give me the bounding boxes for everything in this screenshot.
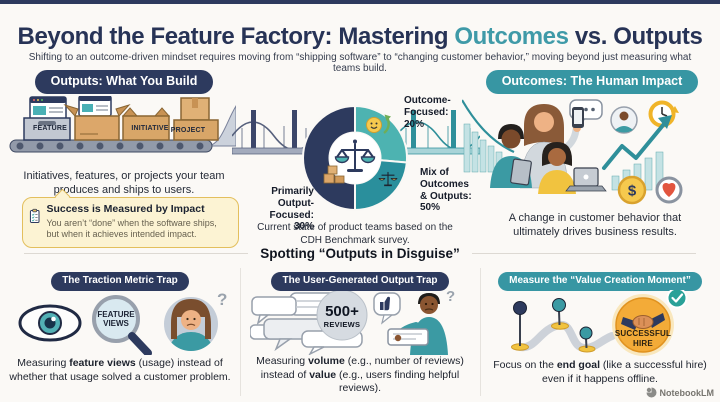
outcomes-pill-wrap: Outcomes: The Human Impact [468,70,716,94]
journey-path [516,321,616,352]
donut-chart [302,104,408,212]
desc-text: (usage) instead of whether that usage so… [9,357,231,383]
clipboard-icon [29,208,40,224]
smiley-icon [366,117,382,133]
desc-bold: volume [308,355,345,367]
browser-window-icon-2 [78,96,112,117]
title-highlight: Outcomes [454,23,569,51]
callout-title: Success is Measured by Impact [46,203,205,215]
svg-text:?: ? [446,291,455,305]
traction-trap-illustration: ? [18,291,227,355]
conveyor-label-initiative: INITIATIVE [131,125,169,132]
callout-text: Success is Measured by Impact You aren’t… [46,203,231,241]
card3-pill: Measure the “Value Creation Moment” [498,272,702,291]
balance-scale-icon [334,139,376,172]
card2-pill: The User-Generated Output Trap [271,272,449,291]
card-divider-1 [240,268,241,396]
mini-balance-icon [378,171,398,187]
donut-label-mix: Mix of Outcomes & Outputs: 50% [420,167,472,214]
desc-text: (e.g., number of reviews) instead of [260,355,464,381]
outcomes-section-pill: Outcomes: The Human Impact [485,70,699,94]
notebooklm-logo-icon [646,387,656,398]
spotting-divider: Spotting “Outputs in Disguise” [0,246,720,261]
svg-text:?: ? [217,291,227,309]
page-subtitle: Shifting to an outcome-driven mindset re… [28,52,692,74]
successful-hire-badge [612,294,674,356]
outcomes-caption: A change in customer behavior that ultim… [508,212,682,238]
conveyor-label-feature: FEATURE [33,125,67,132]
outputs-section-pill: Outputs: What You Build [34,70,214,94]
outputs-caption: Initiatives, features, or projects your … [23,170,225,196]
desc-bold: value [309,368,337,381]
heart-icon [655,176,683,204]
donut-caption: Current state of product teams based on … [257,222,453,246]
card-divider-2 [480,268,481,396]
thumbs-up-bubble-icon [373,292,401,325]
growth-arrow-icon [383,114,391,134]
reviews-trap-illustration: ? [250,291,455,355]
map-pin-1 [511,301,529,351]
check-icon [666,290,688,309]
reviews-badge-number: 500+ [325,303,359,320]
browser-window-icon [29,96,67,120]
desc-text: (e.g., users finding helpful reviews). [336,368,460,395]
person-man-tablet [490,124,532,188]
page-title: Beyond the Feature Factory: Mastering Ou… [0,23,720,52]
card1-description: Measuring feature views (usage) instead … [8,357,232,384]
person-woman-laptop [538,142,607,194]
confused-woman-icon: ? [164,291,227,351]
desc-text: (like a successful hire) even if it happ… [542,359,707,385]
title-suffix: vs. Outputs [568,23,703,51]
card3-description: Focus on the end goal (like a successful… [485,359,715,386]
conveyor-belt-illustration [9,96,236,153]
successful-hire-label: SUCCESSFUL HIRE [614,329,672,348]
desc-text: Measuring [17,357,70,369]
watermark-text: NotebookLM [659,387,715,398]
title-prefix: Beyond the Feature Factory: Mastering [17,23,455,51]
card1-pill: The Traction Metric Trap [51,272,189,291]
reviews-badge-label: REVIEWS [323,320,361,329]
card1-pill-wrap: The Traction Metric Trap [0,270,240,291]
watermark: NotebookLM [646,387,715,398]
donut-label-output-focused: Primarily Output-Focused: 30% [269,186,314,233]
desc-bold: feature views [69,357,136,369]
eye-icon [18,304,82,342]
card3-pill-wrap: Measure the “Value Creation Moment” [480,270,720,291]
outputs-pill-wrap: Outputs: What You Build [0,70,248,94]
map-pin-2 [551,298,569,330]
desc-text: Measuring [256,355,309,367]
top-accent-bar [0,0,720,4]
map-pin-3 [578,326,596,353]
success-impact-callout: Success is Measured by Impact You aren’t… [22,197,239,249]
magnifier-label: FEATURE VIEWS [97,310,135,329]
confused-man-icon: ? [387,291,455,355]
desc-text: Focus on the [493,359,557,371]
svg-text:$: $ [628,183,637,200]
avatar-icon [610,106,638,134]
card2-pill-wrap: The User-Generated Output Trap [240,270,480,291]
spotting-heading: Spotting “Outputs in Disguise” [260,246,460,261]
magnifier-icon [92,295,152,355]
handshake-icon [621,313,665,330]
value-moment-illustration [511,290,688,356]
divider-line-left [24,253,249,254]
divider-line-right [471,253,696,254]
donut-label-outcome-focused: Outcome- Focused: 20% [404,95,451,130]
dollar-coin-icon: $ [617,175,647,205]
conveyor-wheels [16,142,204,150]
reviews-badge-circle [316,291,368,341]
laptop-icon [565,167,607,192]
desc-bold: end goal [556,359,600,371]
conveyor-label-project: PROJECT [170,127,206,134]
boxes-icon [323,165,345,184]
card2-description: Measuring volume (e.g., number of review… [244,355,476,396]
callout-body: You aren’t “done” when the software ship… [46,217,217,240]
human-impact-illustration: $ [462,99,683,205]
